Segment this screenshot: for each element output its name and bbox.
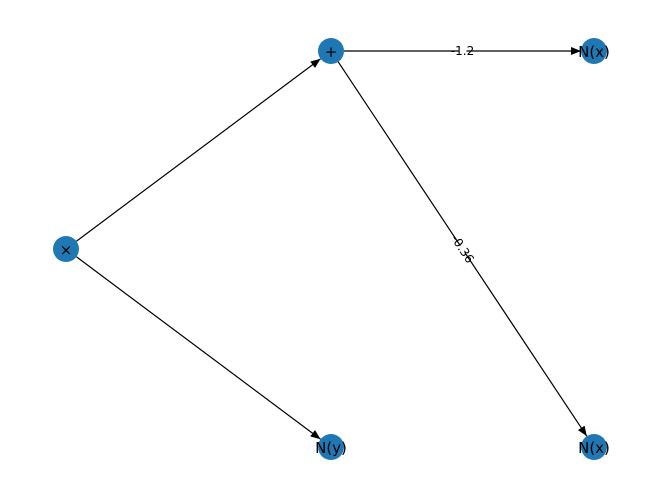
- nodes-layer: × + N(x) N(x) N(y): [53, 38, 610, 460]
- edge-mul-add: [76, 58, 321, 242]
- edge-label-text: -1.2: [451, 44, 474, 58]
- edge-label-background: [458, 43, 467, 59]
- edge-label-background: [453, 241, 472, 257]
- edge-arrow: [76, 256, 321, 440]
- node-circle: [318, 38, 344, 64]
- node-label: N(x): [578, 43, 610, 61]
- node-label: +: [325, 43, 338, 61]
- node-nx2: N(x): [578, 434, 610, 460]
- node-circle: [581, 434, 607, 460]
- node-nx1: N(x): [578, 38, 610, 64]
- edge-arrow: [76, 58, 321, 242]
- node-circle: [581, 38, 607, 64]
- node-label: N(y): [315, 439, 347, 457]
- node-circle: [53, 236, 79, 262]
- edge-add-nx1: -1.2: [344, 43, 581, 59]
- edge-label: -1.2: [451, 43, 474, 59]
- edge-mul-ny: [76, 256, 321, 440]
- edge-add-nx2: -0.36: [337, 61, 588, 437]
- edge-label-text: -0.36: [448, 232, 477, 266]
- edge-label: -0.36: [448, 232, 477, 266]
- node-label: ×: [60, 241, 73, 259]
- node-label: N(x): [578, 439, 610, 457]
- node-circle: [318, 434, 344, 460]
- node-ny: N(y): [315, 434, 347, 460]
- edges-layer: -1.2 -0.36: [76, 43, 588, 440]
- node-mul: ×: [53, 236, 79, 262]
- node-add: +: [318, 38, 344, 64]
